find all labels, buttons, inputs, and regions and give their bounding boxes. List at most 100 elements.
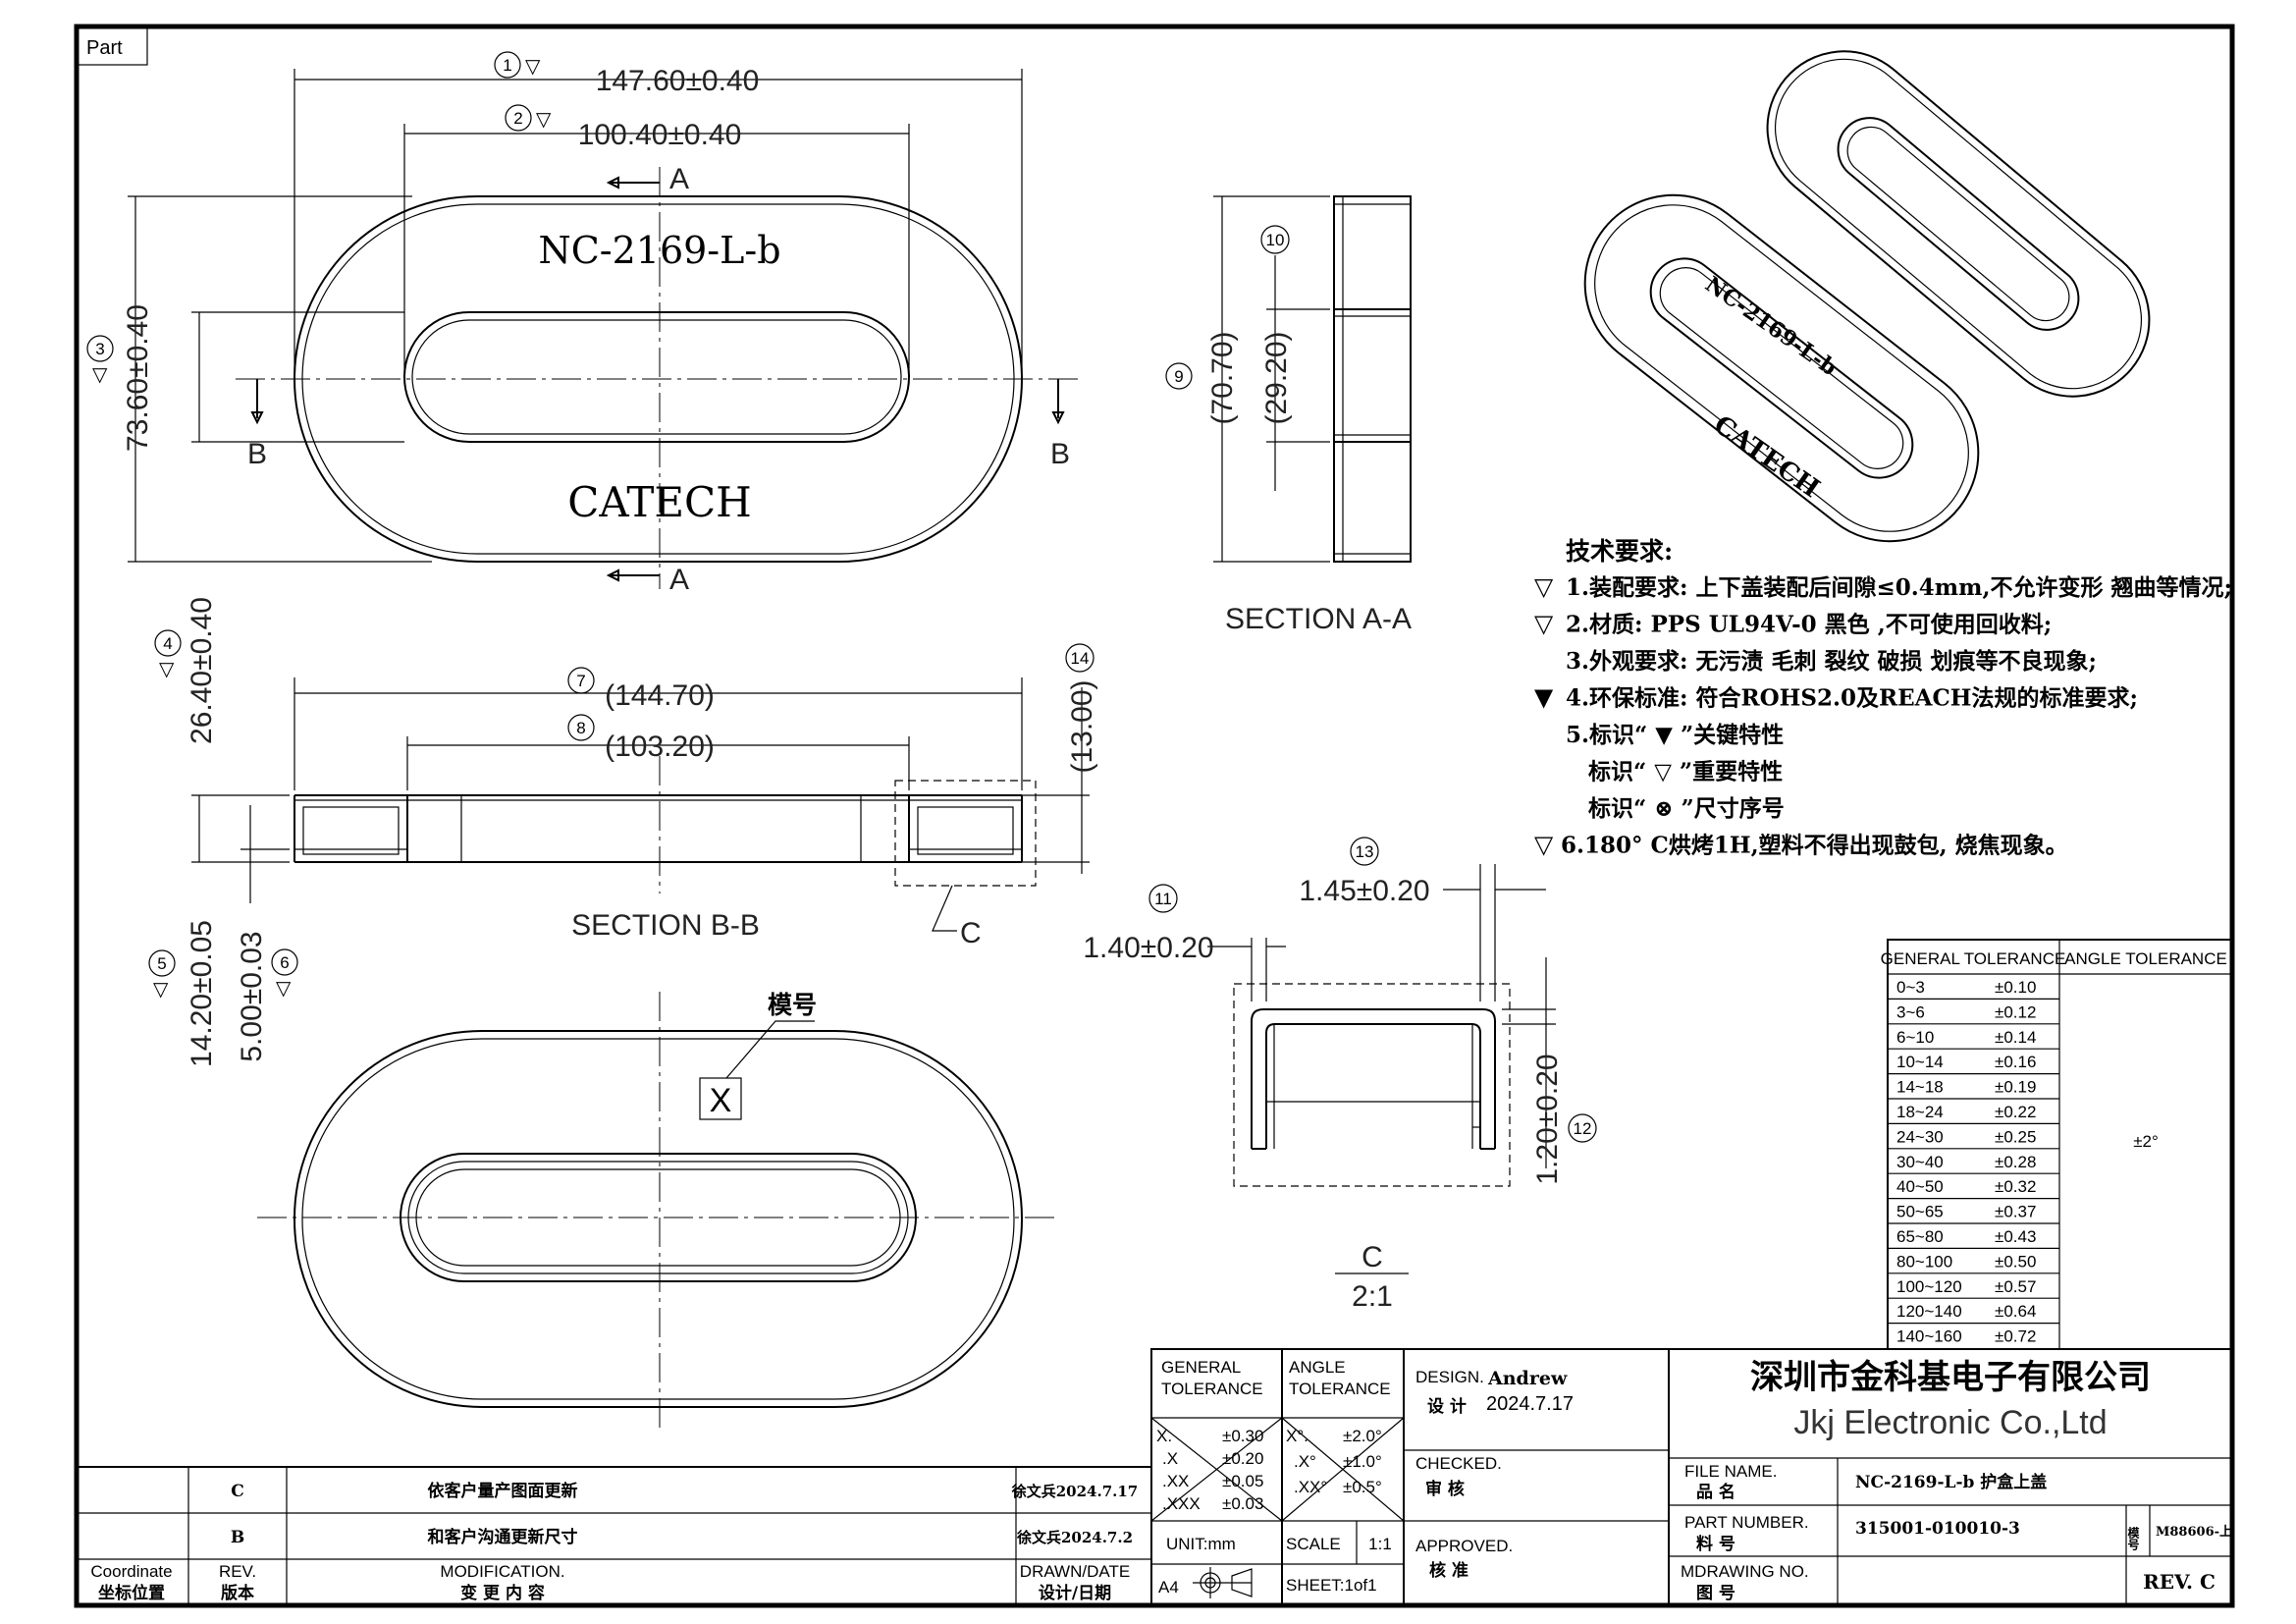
rev-header: REV. bbox=[219, 1562, 256, 1581]
dim-1-number: 1 bbox=[503, 56, 511, 75]
top-view-slot-fillet bbox=[411, 319, 902, 435]
dim-10-balloon bbox=[1260, 225, 1290, 254]
dim-2-text: 100.40±0.40 bbox=[578, 119, 742, 151]
drawn-header-cn: 设计/日期 bbox=[1039, 1583, 1111, 1603]
characteristic-mark-icon: ▽ bbox=[1534, 572, 1554, 601]
dim-5-balloon bbox=[148, 949, 176, 977]
dim-11-text: 1.40±0.20 bbox=[1083, 932, 1213, 964]
dim-13-balloon bbox=[1350, 837, 1379, 866]
design-label-cn: 设 计 bbox=[1427, 1396, 1467, 1417]
drawn-header: DRAWN/DATE bbox=[1020, 1562, 1130, 1581]
tol-range: 120~140 bbox=[1896, 1302, 1962, 1321]
tol-range: 6~10 bbox=[1896, 1028, 1934, 1047]
linear-tol-value: ±0.20 bbox=[1222, 1449, 1263, 1468]
tol-value: ±0.25 bbox=[1995, 1127, 2036, 1146]
mold-number-mark: X bbox=[710, 1082, 732, 1119]
tol-range: 30~40 bbox=[1896, 1153, 1944, 1171]
detail-c-scale: 2:1 bbox=[1352, 1280, 1393, 1313]
scale-value: 1:1 bbox=[1368, 1535, 1392, 1553]
angle-tol-value: ±0.5° bbox=[1343, 1478, 1382, 1496]
tol-value: ±0.43 bbox=[1995, 1227, 2036, 1246]
section-b-label-left: B bbox=[247, 438, 267, 470]
dim-2-balloon bbox=[505, 104, 532, 132]
dim-14-balloon bbox=[1065, 643, 1095, 673]
top-view: NC-2169-L-b CATECH A A B B bbox=[236, 163, 1080, 596]
tech-req-item: 2.材质: PPS UL94V-0 黑色 ,不可使用回收料; bbox=[1566, 612, 2052, 638]
dim-1-balloon bbox=[494, 51, 521, 79]
dim-10-text: (29.20) bbox=[1260, 331, 1293, 424]
characteristic-mark-icon: ▽ bbox=[1534, 610, 1554, 638]
tol-range: 14~18 bbox=[1896, 1078, 1944, 1097]
mold-number-label: 模号 bbox=[768, 991, 817, 1019]
section-bb-title: SECTION B-B bbox=[571, 909, 760, 942]
tolerance-table: GENERAL TOLERANCE ANGLE TOLERANCE ±2° 0~… bbox=[1881, 939, 2233, 1350]
company-name-cn: 深圳市金科基电子有限公司 bbox=[1750, 1358, 2151, 1397]
tol-value: ±0.57 bbox=[1995, 1277, 2036, 1296]
dim-9-text: (70.70) bbox=[1206, 331, 1239, 424]
dim-9-number: 9 bbox=[1174, 367, 1183, 386]
dim-4-text: 26.40±0.40 bbox=[186, 597, 218, 744]
coord-header: Coordinate bbox=[90, 1562, 172, 1581]
part-number-value: 315001-010010-3 bbox=[1855, 1519, 2020, 1539]
design-date: 2024.7.17 bbox=[1486, 1393, 1574, 1415]
top-view-dimensions bbox=[128, 69, 1023, 563]
tol-range: 18~24 bbox=[1896, 1103, 1944, 1121]
file-name-label: FILE NAME. bbox=[1684, 1462, 1777, 1481]
tol-angle-value: ±2° bbox=[2133, 1132, 2159, 1151]
tol-value: ±0.22 bbox=[1995, 1103, 2036, 1121]
paper-size: A4 bbox=[1158, 1578, 1179, 1597]
checked-label: CHECKED. bbox=[1415, 1454, 1502, 1473]
tech-req-item: 6.180° C烘烤1H,塑料不得出现鼓包, 烧焦现象。 bbox=[1561, 833, 2068, 859]
tech-requirements: 技术要求: ▽1.装配要求: 上下盖装配后间隙≤0.4mm,不允许变形 翘曲等情… bbox=[1534, 537, 2232, 859]
dim-4-number: 4 bbox=[163, 634, 172, 653]
bottom-view: X 模号 bbox=[257, 991, 1060, 1434]
tol-range: 140~160 bbox=[1896, 1327, 1962, 1346]
tol-range: 50~65 bbox=[1896, 1203, 1944, 1221]
dim-10-number: 10 bbox=[1266, 231, 1285, 249]
angle-tol-key: .XX° bbox=[1294, 1478, 1327, 1496]
revision-description: 依客户量产图面更新 bbox=[428, 1481, 578, 1501]
dim-11-balloon bbox=[1148, 884, 1178, 913]
tol-range: 40~50 bbox=[1896, 1177, 1944, 1196]
dim-12-number: 12 bbox=[1574, 1119, 1592, 1138]
dim-11-number: 11 bbox=[1154, 890, 1172, 908]
tech-req-item: 1.装配要求: 上下盖装配后间隙≤0.4mm,不允许变形 翘曲等情况; bbox=[1566, 574, 2232, 601]
linear-tol-key: .XX bbox=[1162, 1472, 1189, 1490]
linear-tol-value: ±0.30 bbox=[1222, 1427, 1263, 1445]
important-mark-icon: ▽ bbox=[536, 109, 552, 131]
linear-tol-value: ±0.05 bbox=[1222, 1472, 1263, 1490]
tol-value: ±0.28 bbox=[1995, 1153, 2036, 1171]
dim-12-balloon bbox=[1568, 1113, 1597, 1143]
important-mark-icon: ▽ bbox=[153, 979, 169, 1001]
dim-13-text: 1.45±0.20 bbox=[1299, 875, 1429, 907]
tech-req-item: 标识“ ▽ ”重要特性 bbox=[1588, 759, 1783, 785]
dim-5-text: 14.20±0.05 bbox=[186, 920, 218, 1067]
detail-c-label: C bbox=[1362, 1241, 1383, 1273]
tol-value: ±0.12 bbox=[1995, 1002, 2036, 1021]
section-b-label-right: B bbox=[1050, 438, 1070, 470]
important-mark-icon: ▽ bbox=[525, 56, 541, 78]
top-view-slot bbox=[403, 311, 910, 443]
angle-tol-value: ±1.0° bbox=[1343, 1452, 1382, 1471]
engraving-model: NC-2169-L-b bbox=[538, 229, 780, 272]
section-bb-view: C bbox=[191, 677, 1090, 949]
characteristic-mark-icon: ▽ bbox=[1534, 831, 1554, 859]
dim-6-balloon bbox=[271, 948, 298, 976]
dim-3-balloon bbox=[86, 335, 114, 362]
tech-req-item: 3.外观要求: 无污渍 毛刺 裂纹 破损 划痕等不良现象; bbox=[1566, 648, 2097, 675]
unit-label: UNIT:mm bbox=[1166, 1535, 1236, 1553]
tol-range: 24~30 bbox=[1896, 1127, 1944, 1146]
projection-symbol-icon bbox=[1193, 1567, 1253, 1598]
approved-label: APPROVED. bbox=[1415, 1537, 1513, 1555]
important-mark-icon: ▽ bbox=[92, 364, 108, 386]
modification-header-cn: 变 更 内 容 bbox=[460, 1583, 545, 1603]
tol-range: 10~14 bbox=[1896, 1053, 1944, 1071]
detail-c-view bbox=[1207, 864, 1556, 1274]
company-name-en: Jkj Electronic Co.,Ltd bbox=[1793, 1404, 2107, 1441]
important-mark-icon: ▽ bbox=[276, 978, 292, 1000]
revision-description: 和客户沟通更新尺寸 bbox=[428, 1527, 578, 1547]
tol-value: ±0.37 bbox=[1995, 1203, 2036, 1221]
engraving-brand: CATECH bbox=[567, 478, 752, 526]
angle-tol-label-2: TOLERANCE bbox=[1289, 1380, 1391, 1398]
